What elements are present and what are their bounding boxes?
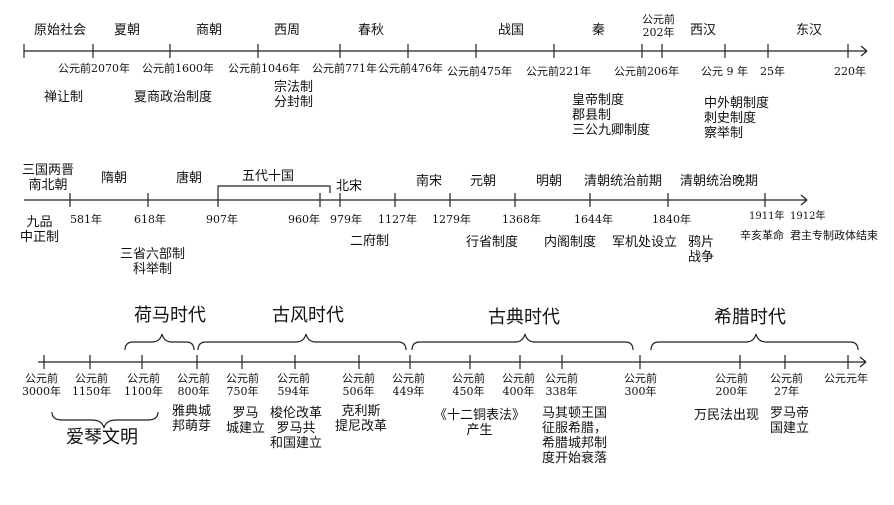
event-label: 罗马 城建立 (226, 406, 266, 436)
year-label: 公元前 27年 (770, 372, 803, 398)
event-label: 万民法出现 (694, 408, 760, 423)
brace-aegean (51, 411, 159, 429)
era-label: 明朝 (536, 174, 563, 189)
year-label: 公元前771年 (312, 62, 377, 75)
era-label: 西周 (274, 23, 301, 38)
system-label: 九品 中正制 (20, 215, 60, 245)
era-label: 秦 (592, 23, 606, 38)
year-label: 公元前 202年 (642, 13, 675, 39)
system-label: 行省制度 (466, 235, 519, 250)
era-label: 西汉 (690, 23, 717, 38)
row1-arrow (860, 45, 868, 52)
brace-archaic (197, 333, 407, 351)
system-label: 内阁制度 (544, 235, 597, 250)
year-label: 公元前221年 (526, 65, 591, 78)
system-label: 中外朝制度 刺史制度 察举制 (704, 96, 770, 141)
year-label: 1127年 (378, 213, 417, 226)
system-label: 禅让制 (44, 90, 84, 105)
year-label: 1911年 (749, 211, 785, 222)
year-label: 公元前 1150年 (72, 372, 111, 398)
era-label: 商朝 (196, 23, 223, 38)
year-label: 公元前 750年 (226, 372, 259, 398)
period-label: 古典时代 (488, 307, 560, 328)
year-label: 公元前 450年 (452, 372, 485, 398)
brace-homer (124, 333, 195, 351)
year-label: 公元前 800年 (177, 372, 210, 398)
year-label: 公元前475年 (447, 65, 512, 78)
year-label: 公元前 449年 (392, 372, 425, 398)
era-label: 清朝统治前期 (584, 174, 663, 189)
event-label: 马其顿王国 征服希腊， 希腊城邦制 度开始衰落 (542, 406, 608, 466)
row2-arrow (800, 194, 808, 201)
era-label: 春秋 (358, 23, 385, 38)
era-label: 元朝 (470, 174, 497, 189)
row3-arrow (859, 356, 867, 363)
year-label: 960年 (288, 213, 320, 226)
year-label: 220年 (834, 65, 866, 78)
era-label: 战国 (498, 23, 525, 38)
event-label: 雅典城 邦萌芽 (172, 404, 212, 434)
era-label: 北宋 (336, 179, 363, 194)
era-label: 三国两晋 南北朝 (22, 163, 75, 193)
year-label: 公元前 1100年 (124, 372, 163, 398)
year-label: 1912年 (790, 211, 826, 222)
year-label: 公元前 3000年 (22, 372, 61, 398)
year-label: 1644年 (574, 213, 613, 226)
system-label: 君主专制政体结束 (790, 229, 878, 242)
system-label: 宗法制 分封制 (274, 80, 314, 110)
era-label: 夏朝 (114, 23, 141, 38)
year-label: 公元前1046年 (228, 62, 300, 75)
year-label: 公元前 506年 (342, 372, 375, 398)
period-label: 古风时代 (272, 305, 344, 326)
year-label: 1279年 (432, 213, 471, 226)
year-label: 1368年 (502, 213, 541, 226)
event-label: 《十二铜表法》 产生 (434, 408, 526, 438)
era-label: 原始社会 (34, 23, 87, 38)
year-label: 公元前 200年 (715, 372, 748, 398)
year-label: 公元前 338年 (545, 372, 578, 398)
period-label: 爱琴文明 (66, 427, 138, 448)
year-label: 25年 (760, 65, 785, 78)
wudai-bracket (217, 185, 331, 193)
year-label: 618年 (134, 213, 166, 226)
system-label: 鸦片 战争 (688, 235, 715, 265)
event-label: 克利斯 提尼改革 (335, 404, 388, 434)
event-label: 梭伦改革 罗马共 和国建立 (270, 406, 323, 451)
era-label: 南宋 (416, 174, 443, 189)
era-label: 五代十国 (242, 169, 295, 184)
brace-hellenistic (650, 333, 859, 351)
year-label: 公元前2070年 (58, 62, 130, 75)
period-label: 荷马时代 (134, 305, 206, 326)
system-label: 皇帝制度 郡县制 三公九卿制度 (572, 93, 651, 138)
year-label: 公元前 300年 (624, 372, 657, 398)
era-label: 隋朝 (101, 171, 128, 186)
year-label: 公元元年 (824, 372, 868, 385)
year-label: 公元前 594年 (277, 372, 310, 398)
year-label: 1840年 (652, 213, 691, 226)
year-label: 979年 (330, 213, 362, 226)
era-label: 东汉 (796, 23, 823, 38)
system-label: 二府制 (350, 234, 390, 249)
era-label: 清朝统治晚期 (680, 174, 759, 189)
event-label: 罗马帝 国建立 (770, 406, 810, 436)
year-label: 公元前1600年 (142, 62, 214, 75)
brace-classical (411, 333, 634, 351)
year-label: 581年 (70, 213, 102, 226)
year-label: 公元前476年 (378, 62, 443, 75)
system-label: 夏商政治制度 (134, 90, 213, 105)
era-label: 唐朝 (176, 171, 203, 186)
year-label: 公元前206年 (614, 65, 679, 78)
system-label: 三省六部制 科举制 (120, 247, 186, 277)
year-label: 公元前 400年 (502, 372, 535, 398)
year-label: 907年 (206, 213, 238, 226)
year-label: 公元 9 年 (701, 65, 748, 78)
period-label: 希腊时代 (714, 307, 786, 328)
system-label: 辛亥革命 (740, 229, 784, 242)
system-label: 军机处设立 (612, 235, 678, 250)
